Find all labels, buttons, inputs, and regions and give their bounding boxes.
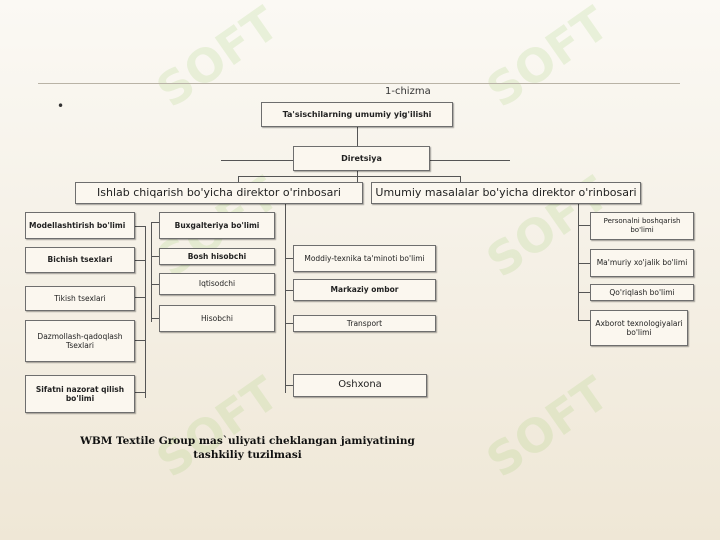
watermark: SOFT [146, 366, 289, 488]
connector [578, 292, 590, 293]
directorate-box: Diretsiya [293, 146, 430, 171]
connector [151, 284, 159, 285]
chief-accountant-box: Bosh hisobchi [159, 248, 275, 265]
connector [238, 176, 239, 182]
accountant-box: Hisobchi [159, 305, 275, 332]
security-department-box: Qo'riqlash bo'limi [590, 284, 694, 301]
connector [135, 340, 145, 341]
connector [430, 160, 510, 161]
connector [285, 203, 286, 393]
bullet: • [57, 99, 65, 113]
connector [578, 225, 590, 226]
ironing-packing-workshops-box: Dazmollash-qadoqlash Tsexlari [25, 320, 135, 362]
connector [285, 290, 293, 291]
connector [285, 323, 293, 324]
it-department-box: Axborot texnologiyalari bo'limi [590, 310, 688, 346]
connector [145, 226, 146, 398]
connector [151, 318, 159, 319]
header-rule [38, 83, 680, 84]
diagram-number: 1-chizma [385, 86, 431, 97]
connector [357, 127, 358, 146]
connector [135, 392, 145, 393]
connector [151, 222, 152, 322]
connector [238, 176, 460, 177]
watermark: SOFT [476, 366, 619, 488]
connector [221, 160, 293, 161]
modeling-department-box: Modellashtirish bo'limi [25, 212, 135, 239]
canteen-box: Oshxona [293, 374, 427, 397]
watermark: SOFT [476, 0, 619, 118]
hr-department-box: Personalni boshqarish bo'limi [590, 212, 694, 240]
connector [460, 176, 461, 182]
connector [578, 320, 590, 321]
connector [151, 256, 159, 257]
connector [135, 297, 145, 298]
shareholders-assembly-box: Ta'sischilarning umumiy yig'ilishi [261, 102, 453, 127]
connector [285, 258, 293, 259]
economist-box: Iqtisodchi [159, 273, 275, 295]
connector [151, 222, 159, 223]
connector [578, 263, 590, 264]
watermark: SOFT [146, 0, 289, 118]
cutting-workshops-box: Bichish tsexlari [25, 247, 135, 273]
supply-department-box: Moddiy-texnika ta'minoti bo'limi [293, 245, 436, 272]
diagram-caption: WBM Textile Group mas`uliyati cheklangan… [80, 435, 415, 462]
accounting-department-box: Buxgalteriya bo'limi [159, 212, 275, 239]
quality-control-department-box: Sifatni nazorat qilish bo'limi [25, 375, 135, 413]
production-deputy-box: Ishlab chiqarish bo'yicha direktor o'rin… [75, 182, 363, 204]
sewing-workshops-box: Tikish tsexlari [25, 286, 135, 311]
connector [135, 260, 145, 261]
central-warehouse-box: Markaziy ombor [293, 279, 436, 301]
connector [285, 385, 293, 386]
transport-box: Transport [293, 315, 436, 332]
connector [135, 226, 145, 227]
connector [578, 203, 579, 320]
general-deputy-box: Umumiy masalalar bo'yicha direktor o'rin… [371, 182, 641, 204]
administrative-department-box: Ma'muriy xo'jalik bo'limi [590, 249, 694, 277]
